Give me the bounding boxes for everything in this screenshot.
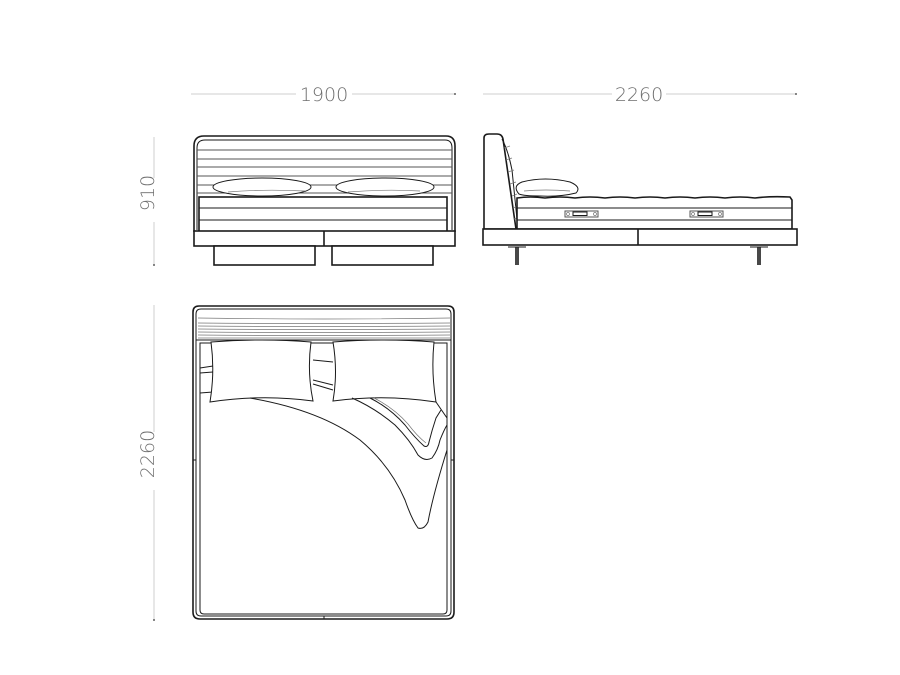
front-elevation-view: [193, 135, 456, 266]
side-elevation-view: [482, 133, 798, 265]
dimension-length-side: 2260: [483, 84, 797, 106]
drawer-right: [331, 245, 434, 266]
leg-back: [750, 246, 768, 265]
pillow-plan-right: [332, 339, 437, 403]
mattress-front: [198, 196, 448, 233]
dimension-width-front: 1900: [191, 84, 456, 106]
dimension-label-910: 910: [137, 175, 159, 211]
dimension-label-2260-plan: 2260: [137, 430, 159, 478]
dimension-length-plan: 2260: [137, 305, 159, 621]
pillow-side: [515, 178, 579, 197]
headboard-tufting: [503, 145, 519, 220]
bed-frame-plan: [192, 305, 455, 620]
drawer-left: [213, 245, 316, 266]
headboard-plan-stripes: [196, 317, 451, 341]
handle-left: [564, 210, 599, 218]
duvet-fold: [249, 397, 448, 529]
top-plan-view: [192, 305, 455, 620]
dimension-label-1900: 1900: [300, 84, 348, 106]
base-frame-side: [482, 228, 798, 246]
mattress-side: [516, 195, 793, 230]
pillow-plan-left: [209, 339, 314, 403]
leg-front: [508, 246, 526, 265]
pillow-right: [335, 177, 435, 197]
pillow-left: [212, 177, 312, 197]
dimension-label-2260-side: 2260: [615, 84, 663, 106]
dimension-height-front: 910: [137, 137, 159, 266]
handle-right: [689, 210, 724, 218]
headboard-side: [483, 133, 517, 230]
